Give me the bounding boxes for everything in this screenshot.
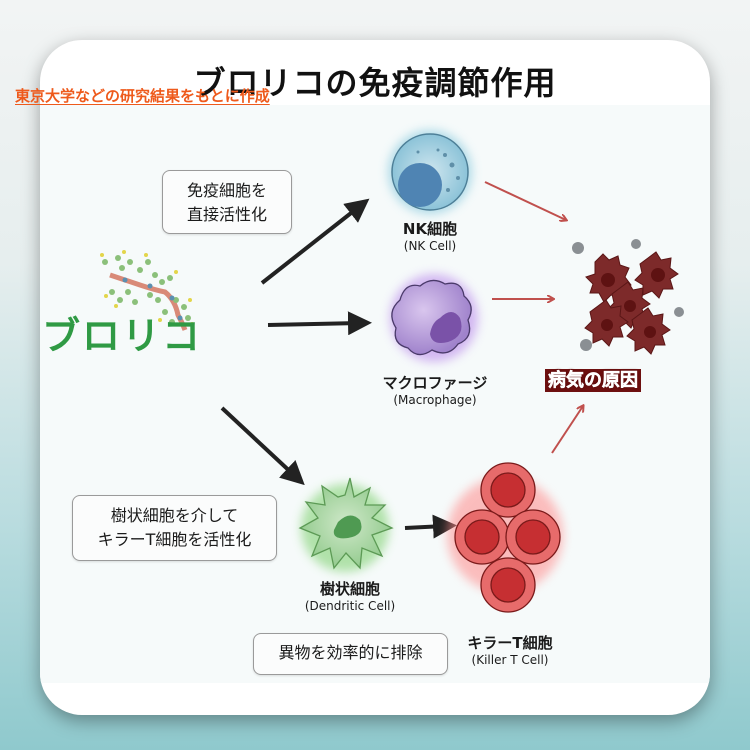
brolico-label: ブロリコ — [42, 314, 203, 358]
brolico-molecule-icon — [100, 250, 194, 331]
attack-arrow-nk — [484, 181, 566, 220]
arrow-to-macrophage — [267, 311, 372, 336]
nk-cell-label: NK細胞 (NK Cell) — [402, 220, 458, 253]
source-note: 東京大学などの研究結果をもとに作成 — [15, 87, 270, 105]
virus-icon — [572, 239, 684, 351]
pathogen-cluster-icon — [584, 251, 679, 355]
arrow-to-dendritic — [220, 406, 305, 486]
diagram-panel — [40, 105, 710, 683]
dendritic-cell-label: 樹状細胞 (Dendritic Cell) — [304, 580, 396, 613]
macrophage-icon — [390, 274, 478, 362]
macrophage-label: マクロファージ (Macrophage) — [382, 374, 488, 407]
note-direct-activation: 免疫細胞を 直接活性化 — [162, 170, 292, 234]
page-title: ブロリコの免疫調節作用 — [193, 64, 557, 102]
note-eliminate: 異物を効率的に排除 — [253, 633, 448, 675]
disease-cause-label: 病気の原因 — [543, 366, 643, 392]
arrow-to-nk — [260, 198, 370, 285]
nk-cell-icon — [388, 130, 472, 214]
killer-t-cell-label: キラーT細胞 (Killer T Cell) — [467, 634, 553, 667]
killer-t-cell-icon — [447, 462, 563, 613]
note-via-dendritic: 樹状細胞を介して キラーT細胞を活性化 — [72, 495, 277, 561]
dendritic-cell-icon — [298, 477, 394, 572]
arrow-to-killer-t — [404, 514, 457, 539]
attack-arrow-killer-t — [551, 406, 583, 454]
